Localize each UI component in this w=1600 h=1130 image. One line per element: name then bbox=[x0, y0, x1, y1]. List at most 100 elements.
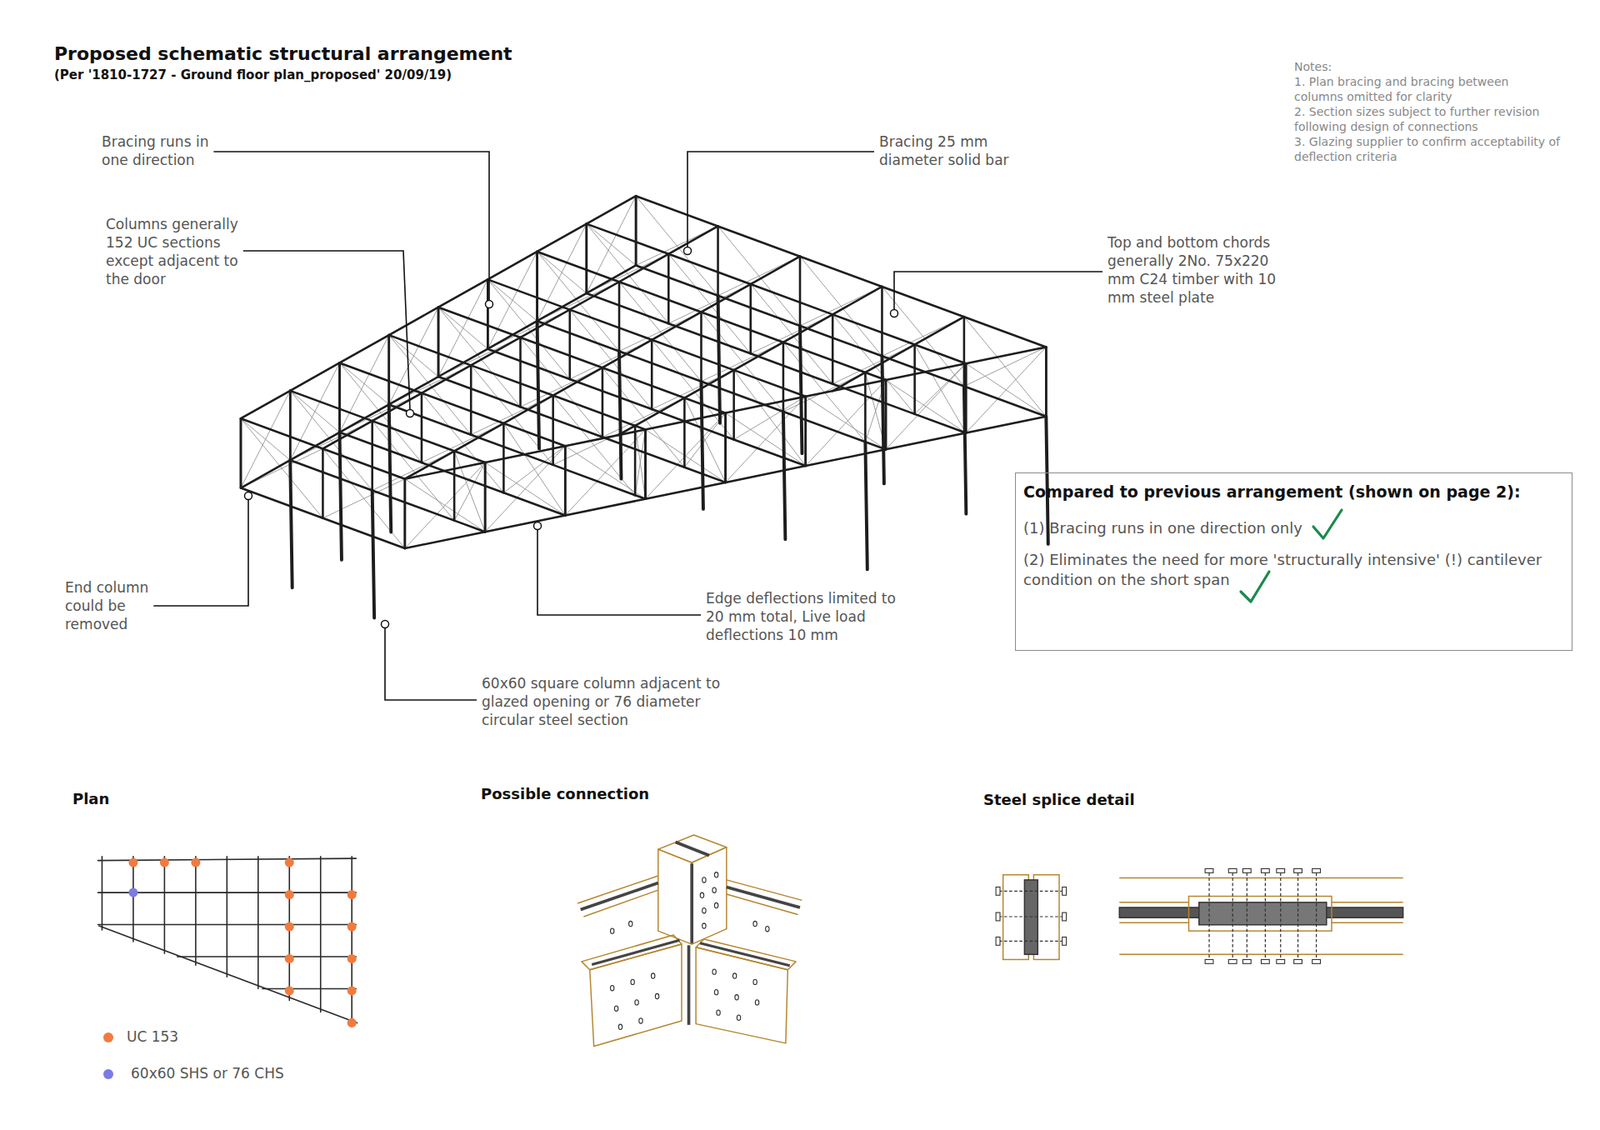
bottom-chord bbox=[586, 293, 669, 324]
truss-vertical bbox=[635, 195, 638, 265]
leader-line bbox=[385, 627, 477, 700]
top-chord bbox=[520, 337, 602, 368]
bottom-chord bbox=[915, 414, 966, 434]
bottom-chord bbox=[725, 465, 806, 483]
leader-line bbox=[687, 151, 875, 248]
truss-vertical bbox=[885, 380, 888, 450]
plan-gridline bbox=[262, 988, 356, 990]
column-dot bbox=[160, 858, 170, 868]
bracing-bar bbox=[725, 396, 806, 483]
plan-grid bbox=[98, 856, 358, 1028]
truss-vertical bbox=[470, 365, 473, 435]
bottom-chord bbox=[520, 406, 602, 437]
truss-vertical bbox=[1045, 346, 1048, 416]
column-dot bbox=[347, 890, 357, 900]
bottom-chord bbox=[485, 515, 565, 532]
top-chord bbox=[322, 448, 405, 479]
truss-vertical bbox=[683, 397, 686, 467]
leader-end bbox=[485, 300, 494, 309]
steel-plate bbox=[591, 940, 680, 965]
column bbox=[800, 325, 802, 454]
truss-vertical bbox=[864, 372, 867, 442]
top-chord bbox=[405, 462, 485, 480]
steel-plate bbox=[700, 943, 790, 966]
legend-swatch bbox=[103, 1069, 114, 1080]
column bbox=[290, 460, 292, 588]
top-chord bbox=[470, 365, 553, 395]
truss-vertical bbox=[387, 335, 390, 405]
column-dot bbox=[285, 858, 295, 868]
timber-edge bbox=[1119, 954, 1403, 955]
timber-edge bbox=[1119, 922, 1189, 924]
truss-vertical bbox=[568, 310, 571, 380]
column-dot bbox=[285, 890, 295, 900]
truss-vertical bbox=[551, 395, 555, 465]
bottom-chord bbox=[372, 490, 455, 520]
timber-edge bbox=[1119, 877, 1403, 879]
top-chord bbox=[915, 345, 966, 365]
top-chord bbox=[553, 395, 635, 426]
bottom-chord bbox=[635, 265, 718, 295]
bottom-chord bbox=[734, 439, 806, 466]
truss-vertical bbox=[650, 340, 654, 410]
truss-vertical bbox=[535, 251, 539, 321]
splice-plate bbox=[1189, 895, 1332, 931]
top-chord bbox=[503, 423, 565, 446]
bottom-chord bbox=[340, 432, 422, 463]
plan-lines bbox=[98, 856, 358, 1025]
leader-line bbox=[894, 271, 1103, 310]
top-chord bbox=[340, 335, 390, 363]
top-chord bbox=[421, 393, 504, 424]
column bbox=[537, 320, 540, 449]
plan-gridline bbox=[132, 856, 135, 942]
callout: Bracing 25 mm diameter solid bar bbox=[879, 132, 1034, 170]
chords bbox=[240, 195, 1046, 549]
top-chord bbox=[832, 316, 965, 391]
top-chord bbox=[635, 195, 718, 226]
callout: Edge deflections limited to 20 mm total,… bbox=[705, 589, 896, 645]
truss-vertical bbox=[804, 396, 807, 466]
bracing-bar bbox=[290, 362, 340, 460]
box-heading: Compared to previous arrangement (shown … bbox=[1023, 481, 1565, 502]
post-face bbox=[691, 847, 727, 945]
note: 2. Section sizes subject to further revi… bbox=[1294, 104, 1561, 135]
bottom-chord bbox=[645, 482, 725, 500]
steel-plate bbox=[726, 886, 800, 907]
truss-vertical bbox=[585, 224, 589, 294]
bolts bbox=[999, 890, 1064, 941]
top-chord bbox=[389, 307, 439, 335]
column-dot bbox=[128, 858, 138, 868]
bracing-bar bbox=[964, 316, 1046, 417]
bottom-chord bbox=[800, 325, 882, 356]
bottom-chord bbox=[565, 499, 645, 516]
bottom-chord bbox=[290, 460, 372, 490]
truss-vertical bbox=[564, 445, 567, 515]
top-chord bbox=[783, 342, 865, 373]
top-chord bbox=[438, 279, 488, 307]
column-dot bbox=[190, 858, 200, 868]
callout: Columns generally 152 UC sections except… bbox=[105, 215, 265, 289]
section-heading: Plan bbox=[72, 790, 110, 809]
bottom-chord bbox=[340, 404, 390, 432]
bracing-bar bbox=[405, 462, 485, 549]
bottom-chord bbox=[537, 293, 587, 321]
truss-vertical bbox=[240, 418, 243, 488]
bottom-chord bbox=[405, 531, 485, 549]
column bbox=[700, 381, 703, 510]
column bbox=[718, 295, 720, 424]
bottom-chord bbox=[718, 295, 800, 326]
top-chord bbox=[372, 420, 455, 451]
callout: End column could be removed bbox=[65, 578, 174, 634]
steel-plate bbox=[675, 842, 710, 856]
timber-edge bbox=[1119, 901, 1189, 903]
title: Proposed schematic structural arrangemen… bbox=[54, 43, 513, 65]
top-chord bbox=[389, 335, 471, 365]
column-dot bbox=[285, 985, 295, 995]
column bbox=[881, 355, 884, 484]
bottom-chord bbox=[389, 404, 471, 435]
note: 3. Glazing supplier to confirm acceptabi… bbox=[1294, 134, 1561, 165]
truss-vertical bbox=[618, 281, 621, 351]
truss-vertical bbox=[644, 429, 647, 499]
column bbox=[964, 386, 966, 515]
